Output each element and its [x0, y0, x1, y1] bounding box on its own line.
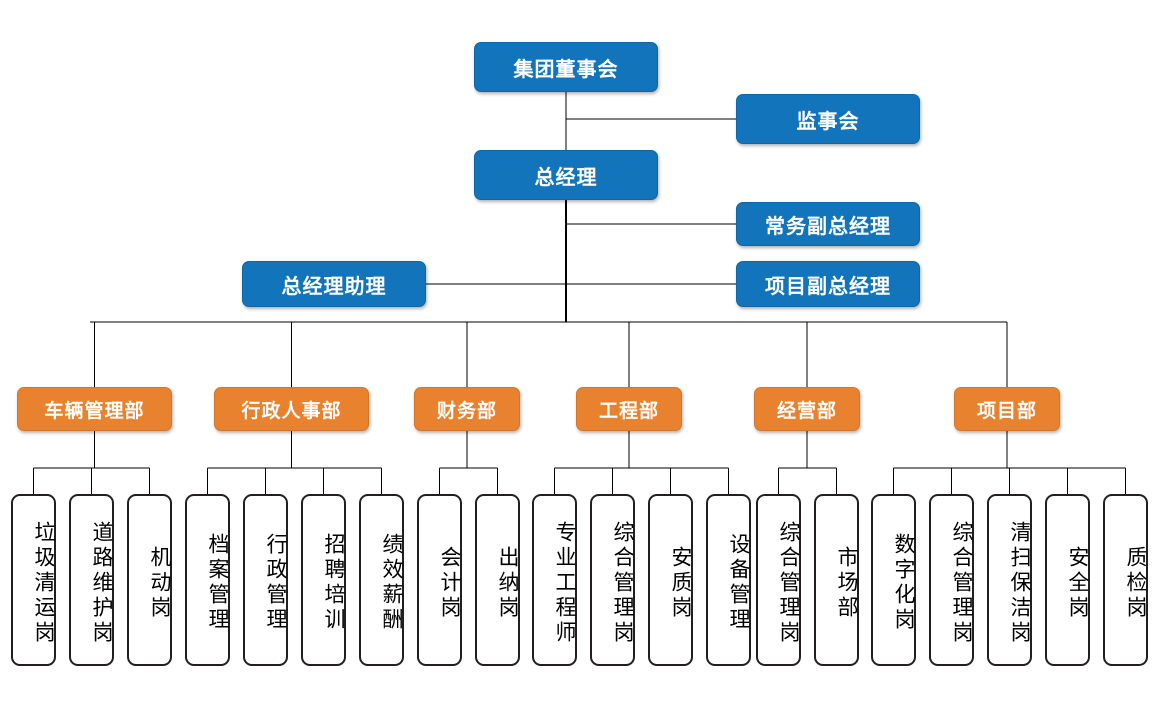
post-box-project-0[interactable]: 数字化岗 [871, 494, 916, 666]
post-box-admin_hr-3[interactable]: 绩效薪酬 [359, 494, 404, 666]
post-box-vehicle-2[interactable]: 机动岗 [127, 494, 172, 666]
post-box-engineering-0[interactable]: 专业工程师 [532, 494, 577, 666]
exec-box-board[interactable]: 集团董事会 [474, 42, 658, 92]
post-box-project-4[interactable]: 质检岗 [1103, 494, 1148, 666]
post-box-project-2[interactable]: 清扫保洁岗 [987, 494, 1032, 666]
exec-box-project_vp[interactable]: 项目副总经理 [736, 261, 920, 307]
post-box-vehicle-0[interactable]: 垃圾清运岗 [11, 494, 56, 666]
post-box-engineering-2[interactable]: 安质岗 [648, 494, 693, 666]
dept-box-vehicle[interactable]: 车辆管理部 [17, 387, 172, 431]
post-box-engineering-1[interactable]: 综合管理岗 [590, 494, 635, 666]
post-box-project-3[interactable]: 安全岗 [1045, 494, 1090, 666]
dept-box-admin_hr[interactable]: 行政人事部 [214, 387, 369, 431]
post-box-admin_hr-2[interactable]: 招聘培训 [301, 494, 346, 666]
post-box-operations-0[interactable]: 综合管理岗 [756, 494, 801, 666]
dept-box-finance[interactable]: 财务部 [414, 387, 520, 431]
post-box-vehicle-1[interactable]: 道路维护岗 [69, 494, 114, 666]
exec-box-exec_vp[interactable]: 常务副总经理 [736, 202, 920, 246]
post-box-project-1[interactable]: 综合管理岗 [929, 494, 974, 666]
post-box-finance-0[interactable]: 会计岗 [417, 494, 462, 666]
post-box-finance-1[interactable]: 出纳岗 [475, 494, 520, 666]
post-box-admin_hr-0[interactable]: 档案管理 [185, 494, 230, 666]
dept-box-operations[interactable]: 经营部 [754, 387, 860, 431]
post-box-admin_hr-1[interactable]: 行政管理 [243, 494, 288, 666]
post-box-operations-1[interactable]: 市场部 [814, 494, 859, 666]
dept-box-project[interactable]: 项目部 [954, 387, 1060, 431]
exec-box-gm_assistant[interactable]: 总经理助理 [242, 261, 426, 307]
dept-box-engineering[interactable]: 工程部 [576, 387, 682, 431]
exec-box-gm[interactable]: 总经理 [474, 150, 658, 200]
post-box-engineering-3[interactable]: 设备管理 [706, 494, 751, 666]
exec-box-supervisors[interactable]: 监事会 [736, 94, 920, 144]
